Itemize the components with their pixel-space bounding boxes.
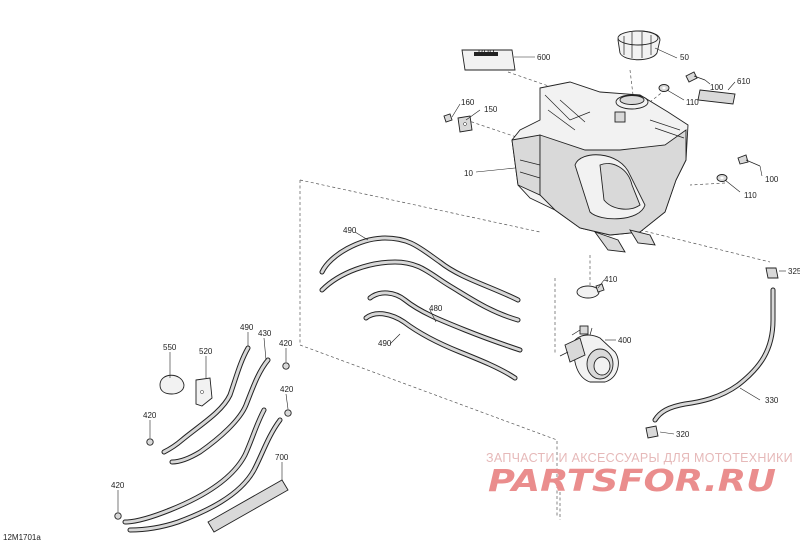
callout-50: 50 bbox=[680, 53, 689, 62]
callout-490-c: 490 bbox=[240, 323, 254, 332]
callout-labels: 600 50 100 610 110 160 150 10 100 110 49… bbox=[111, 53, 800, 490]
watermark: ЗАПЧАСТИ И АКСЕССУАРЫ ДЛЯ МОТОТЕХНИКИ PA… bbox=[486, 451, 793, 499]
fuel-tank-part-10 bbox=[511, 81, 689, 253]
hose-part-430-long bbox=[122, 407, 267, 525]
callout-700: 700 bbox=[275, 453, 289, 462]
clamp-part-420-d bbox=[114, 512, 122, 520]
callout-110: 110 bbox=[686, 98, 699, 107]
callout-520: 520 bbox=[199, 347, 213, 356]
fuel-pump-part-400 bbox=[559, 325, 619, 383]
leader-lines bbox=[117, 47, 786, 512]
bracket-part-520 bbox=[195, 377, 213, 407]
washer-part-110 bbox=[658, 84, 670, 92]
callout-100: 100 bbox=[710, 83, 724, 92]
hose-part-430 bbox=[169, 357, 271, 465]
clip-part-150 bbox=[457, 115, 473, 133]
decal-part-600: BRP bbox=[461, 49, 516, 71]
callout-150: 150 bbox=[484, 105, 498, 114]
callout-110-b: 110 bbox=[744, 191, 757, 200]
assembly-guides bbox=[299, 69, 771, 520]
hose-part-490-lower bbox=[363, 311, 518, 381]
callout-160: 160 bbox=[461, 98, 475, 107]
clamp-part-550 bbox=[159, 374, 185, 395]
clamp-part-410 bbox=[576, 283, 605, 299]
fuel-cap-part-50 bbox=[617, 30, 661, 61]
callout-420-d: 420 bbox=[111, 481, 125, 490]
callout-330: 330 bbox=[765, 396, 779, 405]
clamp-part-420-a bbox=[282, 362, 290, 370]
clamp-part-420-c bbox=[146, 438, 154, 446]
callout-325: 325 bbox=[788, 267, 800, 276]
callout-480: 480 bbox=[429, 304, 443, 313]
callout-420: 420 bbox=[279, 339, 293, 348]
callout-490: 490 bbox=[343, 226, 357, 235]
fitting-part-325 bbox=[765, 267, 779, 279]
watermark-tagline: ЗАПЧАСТИ И АКСЕССУАРЫ ДЛЯ МОТОТЕХНИКИ bbox=[486, 451, 793, 465]
fitting-part-320 bbox=[645, 425, 659, 439]
sleeve-part-700 bbox=[207, 479, 289, 533]
screw-part-100 bbox=[685, 71, 706, 83]
hose-part-480 bbox=[367, 290, 523, 353]
screw-part-160 bbox=[443, 113, 453, 123]
callout-400: 400 bbox=[618, 336, 632, 345]
callout-600: 600 bbox=[537, 53, 551, 62]
callout-410: 410 bbox=[604, 275, 618, 284]
callout-420-c: 420 bbox=[143, 411, 157, 420]
hose-part-430-long-b bbox=[127, 417, 283, 533]
callout-10: 10 bbox=[464, 169, 473, 178]
decal-text: BRP bbox=[478, 49, 494, 58]
callout-610: 610 bbox=[737, 77, 751, 86]
decal-part-610 bbox=[697, 89, 736, 105]
callout-490-b: 490 bbox=[378, 339, 392, 348]
callout-100-b: 100 bbox=[765, 175, 779, 184]
hose-part-490-upper bbox=[319, 235, 521, 303]
hose-part-330 bbox=[652, 287, 776, 423]
callout-420-b: 420 bbox=[280, 385, 294, 394]
washer-part-110-b bbox=[716, 174, 728, 182]
diagram-code: 12M1701a bbox=[3, 533, 41, 542]
hose-part-490-left bbox=[161, 345, 251, 455]
screw-part-100-b bbox=[737, 154, 761, 167]
watermark-brand: PARTSFOR.RU bbox=[488, 464, 776, 499]
callout-550: 550 bbox=[163, 343, 177, 352]
hose-part-490-mid bbox=[319, 259, 521, 323]
callout-430: 430 bbox=[258, 329, 272, 338]
callout-320: 320 bbox=[676, 430, 690, 439]
clamp-part-420-b bbox=[284, 409, 292, 417]
